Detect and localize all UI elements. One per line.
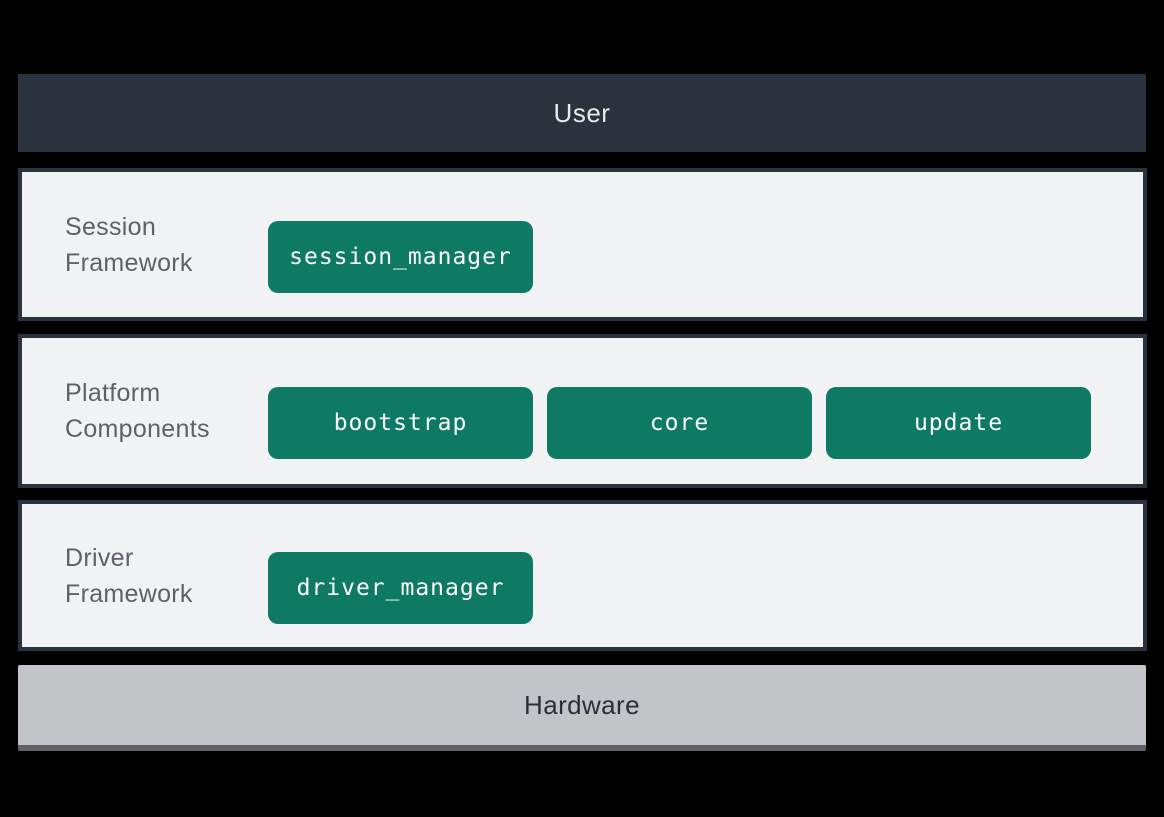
component-driver-manager-label: driver_manager <box>296 574 505 601</box>
layer-driver-framework: Driver Framework driver_manager <box>18 500 1147 651</box>
driver-framework-components: driver_manager <box>268 551 533 624</box>
layer-platform-components: Platform Components bootstrap core updat… <box>18 334 1147 488</box>
user-layer-bar: User <box>18 74 1146 152</box>
component-session-manager-label: session_manager <box>289 243 512 270</box>
component-update-label: update <box>913 410 1004 436</box>
session-framework-components: session_manager <box>268 220 533 293</box>
component-session-manager: session_manager <box>268 220 533 293</box>
component-update: update <box>826 387 1091 459</box>
component-core-label: core <box>649 410 710 436</box>
hardware-layer-bar: Hardware <box>18 665 1146 751</box>
layer-platform-components-label: Platform Components <box>65 379 210 443</box>
layer-driver-framework-label: Driver Framework <box>65 543 193 608</box>
layer-session-framework-label: Session Framework <box>65 212 193 277</box>
component-driver-manager: driver_manager <box>268 551 533 624</box>
component-bootstrap: bootstrap <box>268 387 533 459</box>
user-layer-label: User <box>553 97 611 128</box>
component-bootstrap-label: bootstrap <box>333 410 468 436</box>
component-core: core <box>547 387 812 459</box>
layer-session-framework: Session Framework session_manager <box>18 168 1147 321</box>
platform-components-list: bootstrap core update <box>268 387 1091 459</box>
hardware-layer-label: Hardware <box>524 689 640 720</box>
